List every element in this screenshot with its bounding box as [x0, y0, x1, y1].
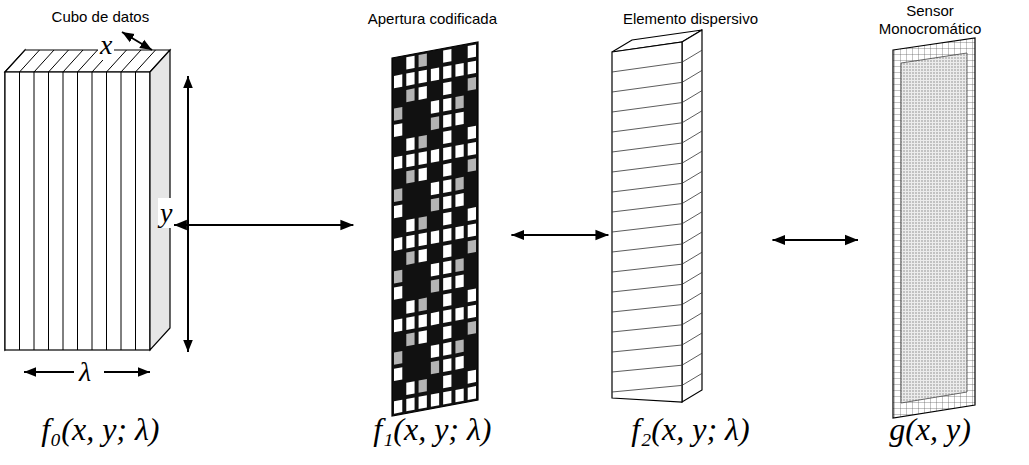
optical-element: Elemento dispersivo f₂(x, y; λ): [614, 10, 766, 448]
part-formula: g(x, y): [872, 410, 988, 448]
part-title: Sensor Monocromático: [872, 2, 988, 38]
double-arrow: [174, 224, 354, 226]
optical-element: Cubo de datos f₀(x, y; λ): [33, 8, 168, 448]
optical-element: Sensor Monocromático g(x, y): [864, 2, 996, 448]
part-title: Cubo de datos: [41, 8, 160, 26]
data-cube: [5, 50, 170, 350]
double-arrow: [772, 239, 858, 241]
part-title: Elemento dispersivo: [622, 10, 758, 28]
axis-label: y: [158, 198, 174, 228]
double-arrow: [511, 234, 608, 236]
part-formula: f₁(x, y; λ): [367, 410, 497, 448]
optical-element: Apertura codificada f₁(x, y; λ): [359, 10, 505, 448]
monochrome-sensor: [893, 38, 975, 418]
axis-arrows: [24, 32, 188, 372]
part-formula: f₀(x, y; λ): [41, 410, 160, 448]
axis-label: λ: [77, 357, 93, 387]
part-formula: f₂(x, y; λ): [622, 410, 758, 448]
part-title: Apertura codificada: [367, 10, 497, 28]
coded-aperture: [392, 42, 478, 416]
axis-label: x: [98, 30, 114, 60]
dispersive-element: [612, 30, 702, 402]
